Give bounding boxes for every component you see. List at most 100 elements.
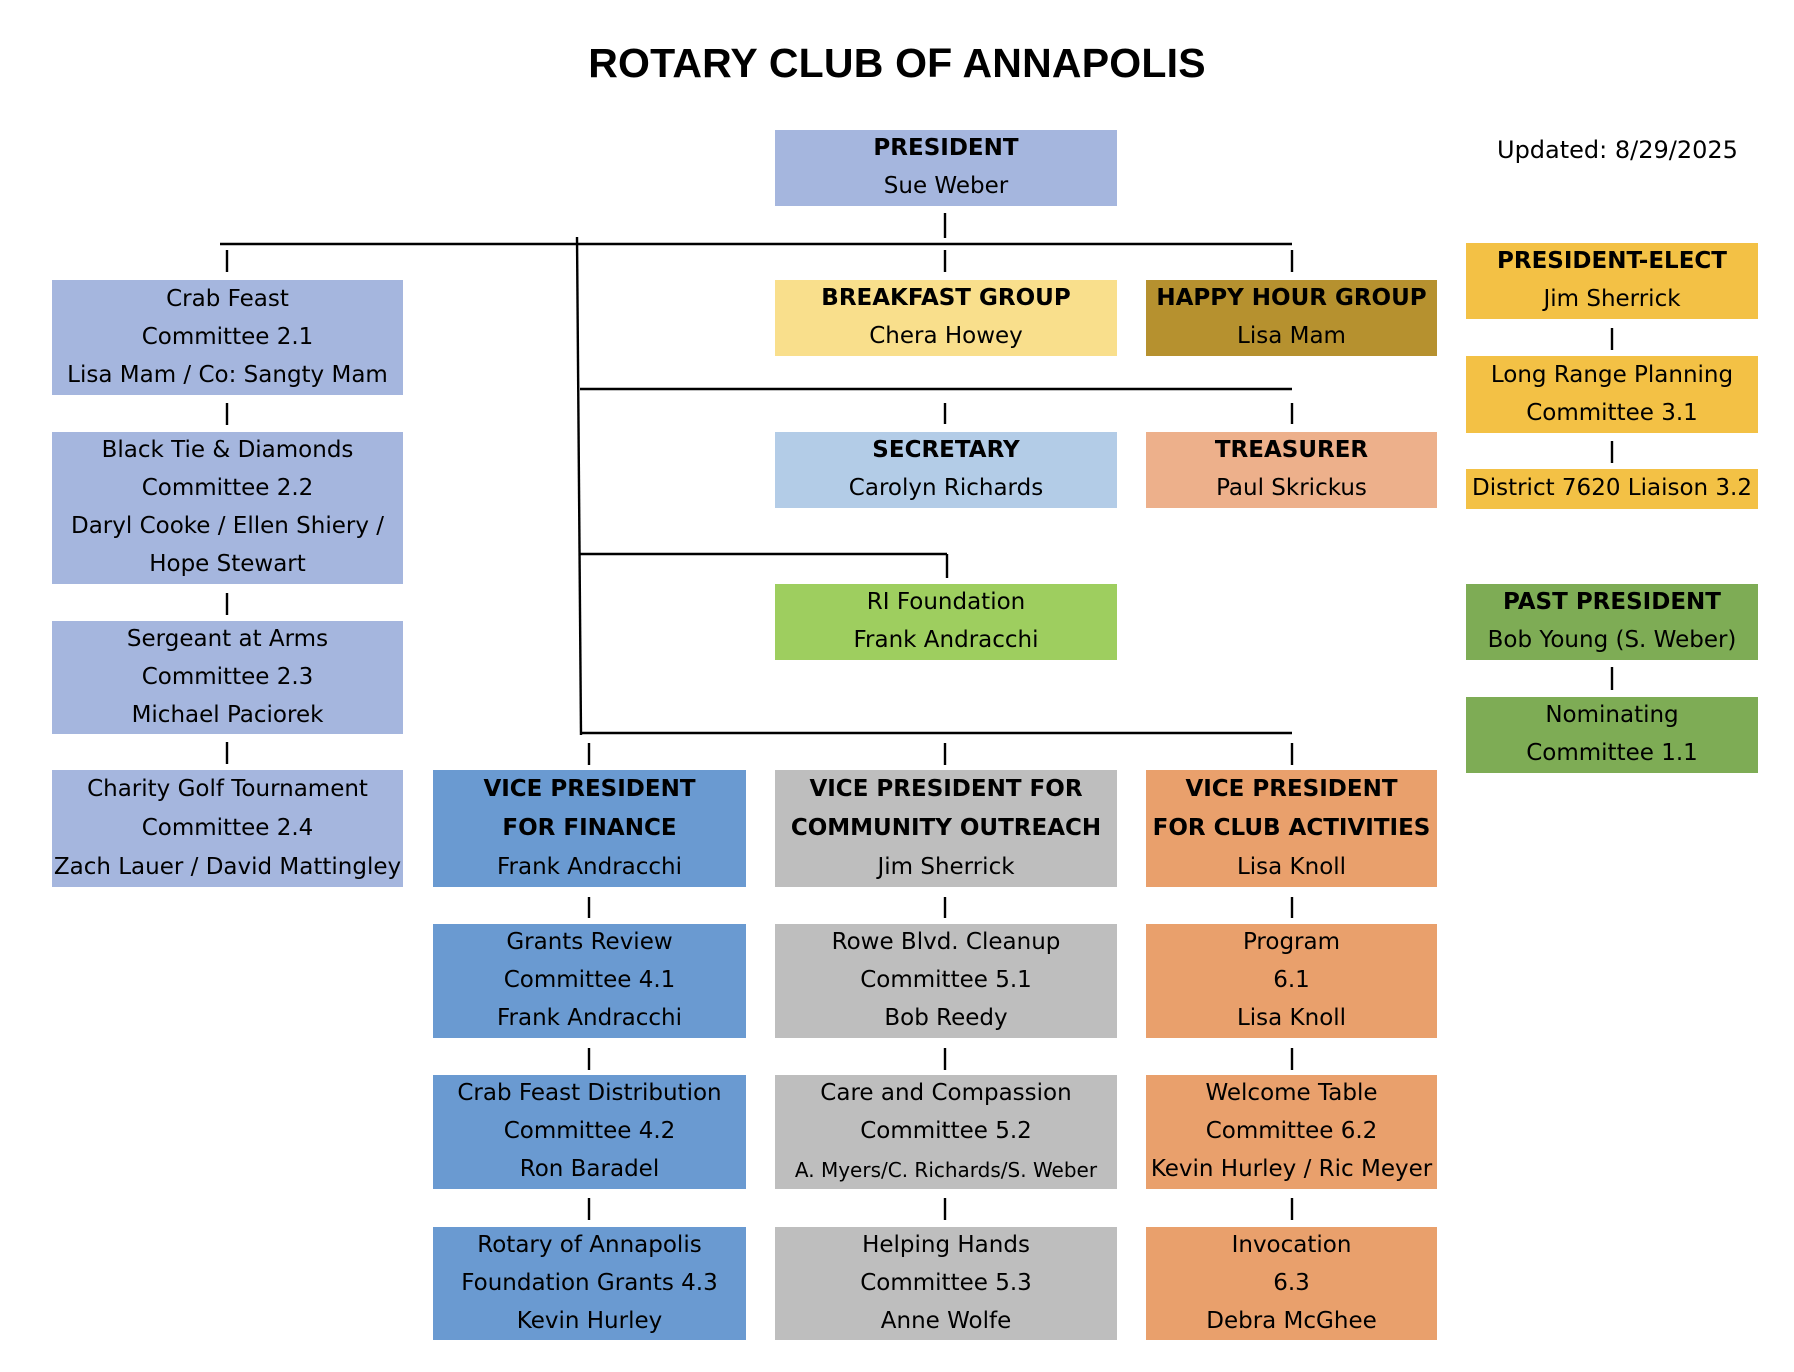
- box-line: Lisa Knoll: [1236, 1005, 1347, 1032]
- breakfast-group-box: BREAKFAST GROUP Chera Howey: [775, 280, 1117, 356]
- box-line: Committee 2.1: [141, 323, 314, 350]
- box-line: 6.1: [1273, 967, 1310, 994]
- box-line: BREAKFAST GROUP: [821, 285, 1071, 312]
- happy-hour-group-box: HAPPY HOUR GROUP Lisa Mam: [1146, 280, 1437, 356]
- box-line: 6.3: [1273, 1269, 1310, 1296]
- box-line: Hope Stewart: [149, 551, 306, 578]
- vp-finance-box: VICE PRESIDENT FOR FINANCE Frank Andracchi: [433, 770, 746, 887]
- box-line: SECRETARY: [872, 437, 1020, 464]
- box-line: RI Foundation: [866, 589, 1026, 616]
- updated-date: Updated: 8/29/2025: [1497, 136, 1738, 164]
- box-line: Committee 4.2: [503, 1118, 676, 1145]
- box-line: Committee 1.1: [1526, 740, 1698, 767]
- vp-club-activities-box: VICE PRESIDENT FOR CLUB ACTIVITIES Lisa Kn…: [1146, 770, 1437, 887]
- box-line: Committee 4.1: [503, 967, 676, 994]
- president-elect-box: PRESIDENT-ELECT Jim Sherrick: [1466, 243, 1758, 319]
- box-line: Lisa Mam / Co: Sangty Mam: [67, 362, 388, 389]
- box-line: PAST PRESIDENT: [1503, 589, 1721, 616]
- box-line: Committee 2.2: [141, 475, 314, 502]
- box-line: Daryl Cooke / Ellen Shiery /: [71, 513, 384, 540]
- box-line: Lisa Knoll: [1236, 853, 1347, 880]
- box-line: COMMUNITY OUTREACH: [790, 814, 1102, 841]
- box-line: Carolyn Richards: [848, 475, 1044, 502]
- box-line: PRESIDENT: [873, 135, 1019, 162]
- box-line: Crab Feast Distribution: [457, 1080, 722, 1107]
- box-line: FOR FINANCE: [502, 814, 677, 841]
- box-line: PRESIDENT-ELECT: [1497, 248, 1727, 275]
- box-line: Kevin Hurley: [516, 1307, 663, 1334]
- box-line: Committee 6.2: [1205, 1118, 1378, 1145]
- box-line: Kevin Hurley / Ric Meyer: [1150, 1156, 1433, 1183]
- box-line: Committee 2.3: [141, 663, 314, 690]
- box-line: A. Myers/C. Richards/S. Weber: [794, 1158, 1098, 1182]
- box-line: Care and Compassion: [820, 1080, 1072, 1107]
- box-line: Nominating: [1545, 702, 1679, 729]
- box-line: Michael Paciorek: [131, 701, 324, 728]
- box-line: FOR CLUB ACTIVITIES: [1152, 814, 1431, 841]
- box-line: Welcome Table: [1205, 1080, 1378, 1107]
- box-line: Jim Sherrick: [1543, 286, 1681, 313]
- box-line: Bob Reedy: [884, 1005, 1008, 1032]
- page-title: ROTARY CLUB OF ANNAPOLIS: [588, 40, 1206, 86]
- box-line: Invocation: [1231, 1232, 1352, 1259]
- box-line: Long Range Planning: [1490, 361, 1734, 388]
- box-line: Rotary of Annapolis: [477, 1232, 702, 1259]
- box-line: Crab Feast: [166, 285, 289, 312]
- box-line: Charity Golf Tournament: [87, 775, 368, 802]
- box-line: VICE PRESIDENT: [1185, 775, 1398, 802]
- box-line: Lisa Mam: [1237, 323, 1346, 350]
- box-line: Helping Hands: [862, 1232, 1030, 1259]
- box-line: Chera Howey: [869, 323, 1023, 350]
- box-line: Bob Young (S. Weber): [1487, 627, 1737, 654]
- box-line: Frank Andracchi: [496, 853, 683, 880]
- president-box: PRESIDENT Sue Weber: [775, 130, 1117, 206]
- box-line: Black Tie & Diamonds: [101, 437, 354, 464]
- box-line: Ron Baradel: [519, 1156, 660, 1183]
- box-line: Grants Review: [506, 929, 673, 956]
- connector: [575, 236, 583, 736]
- vp-community-outreach-box: VICE PRESIDENT FOR COMMUNITY OUTREACH Jim …: [775, 770, 1117, 887]
- box-line: Sue Weber: [883, 173, 1009, 200]
- treasurer-box: TREASURER Paul Skrickus: [1146, 432, 1437, 508]
- box-line: Anne Wolfe: [880, 1307, 1012, 1334]
- district-liaison-box: District 7620 Liaison 3.2: [1466, 469, 1758, 509]
- box-line: HAPPY HOUR GROUP: [1156, 285, 1427, 312]
- secretary-box: SECRETARY Carolyn Richards: [775, 432, 1117, 508]
- past-president-box: PAST PRESIDENT Bob Young (S. Weber): [1466, 584, 1758, 660]
- box-line: Rowe Blvd. Cleanup: [831, 929, 1061, 956]
- box-line: Committee 5.3: [860, 1269, 1032, 1296]
- box-line: Committee 3.1: [1526, 400, 1698, 427]
- box-line: Committee 5.2: [860, 1118, 1032, 1145]
- box-line: VICE PRESIDENT: [483, 775, 696, 802]
- box-line: TREASURER: [1214, 437, 1369, 464]
- box-line: Frank Andracchi: [496, 1005, 683, 1032]
- box-line: Debra McGhee: [1206, 1307, 1377, 1334]
- box-line: Foundation Grants 4.3: [461, 1269, 718, 1296]
- box-line: Zach Lauer / David Mattingley: [53, 853, 402, 880]
- box-line: Jim Sherrick: [877, 853, 1015, 880]
- box-line: VICE PRESIDENT FOR: [809, 775, 1083, 802]
- box-line: Program: [1242, 929, 1341, 956]
- box-line: Sergeant at Arms: [126, 626, 329, 653]
- box-line: Committee 2.4: [141, 814, 314, 841]
- box-line: Committee 5.1: [860, 967, 1032, 994]
- box-line: District 7620 Liaison 3.2: [1472, 475, 1752, 502]
- box-line: Paul Skrickus: [1216, 475, 1367, 502]
